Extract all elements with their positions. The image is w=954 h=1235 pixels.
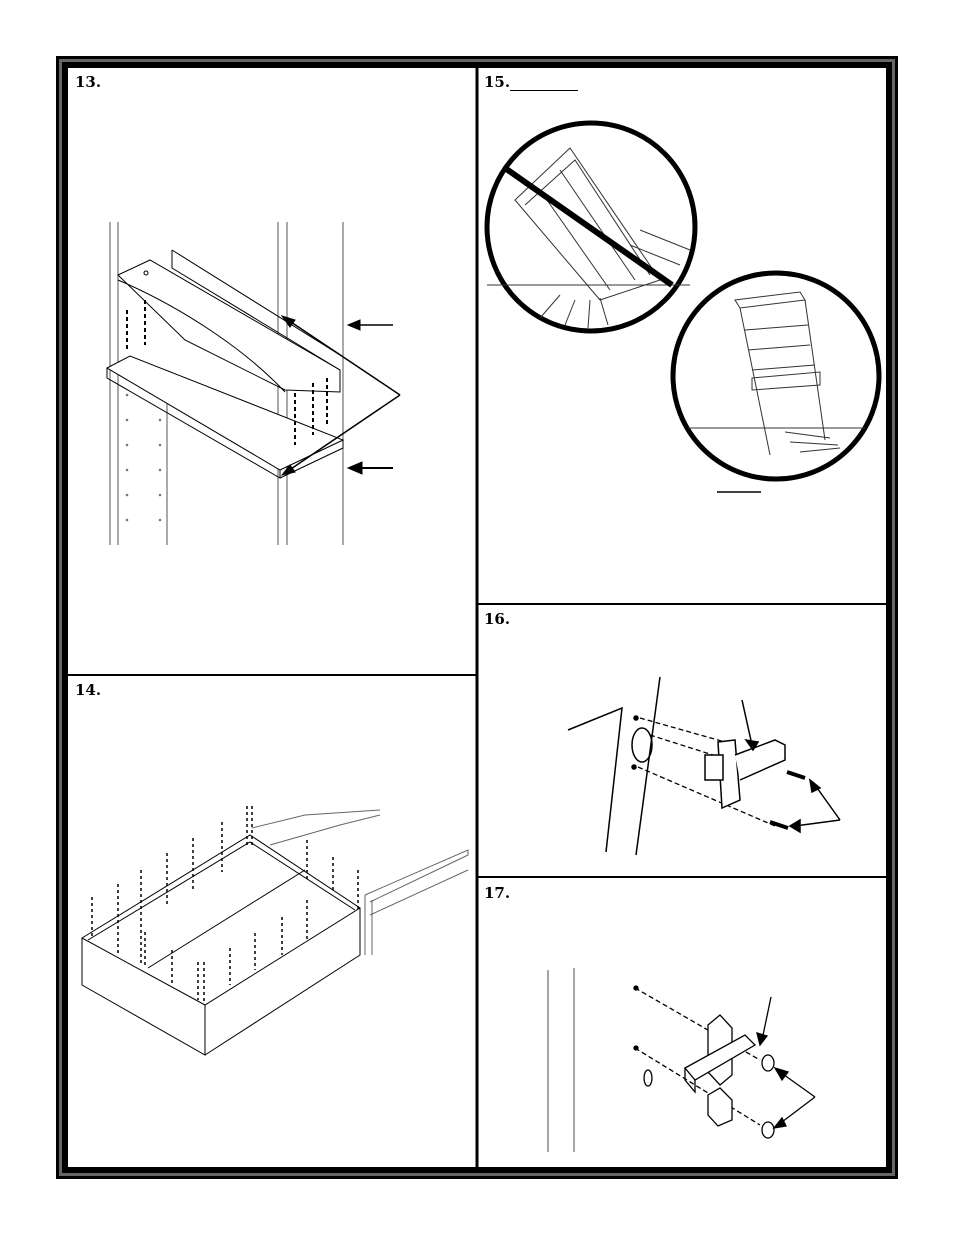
step-17-plate-diagram xyxy=(0,0,954,1235)
